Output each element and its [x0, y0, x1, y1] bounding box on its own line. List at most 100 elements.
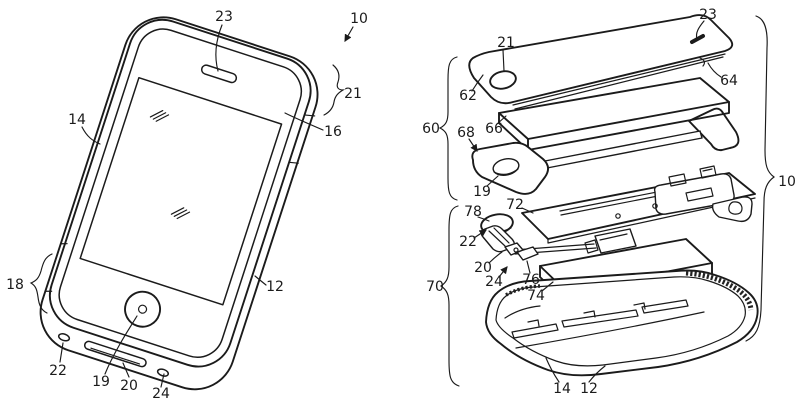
leader-arrow-68 — [468, 138, 478, 152]
ref-label-74: 74 — [527, 288, 545, 304]
glass-laminate-lines — [512, 53, 726, 110]
board-connector — [594, 228, 637, 254]
band-seam-ticks — [44, 114, 316, 292]
earpiece-slot — [200, 64, 238, 84]
ref-label-24-left: 24 — [152, 386, 170, 400]
leader-14 — [81, 126, 101, 145]
ref-label-60: 60 — [422, 121, 440, 137]
ref-label-23-right: 23 — [699, 7, 717, 23]
home-button-dot — [137, 304, 148, 314]
ref-label-14-left: 14 — [68, 112, 86, 128]
ref-label-16: 16 — [324, 124, 342, 140]
ref-label-21-left: 21 — [344, 86, 362, 102]
leader-78 — [477, 216, 490, 222]
ref-label-70: 70 — [426, 279, 444, 295]
brace-60 — [438, 56, 458, 201]
cover-glass — [468, 14, 734, 105]
front-bezel — [58, 28, 303, 358]
leader-20r — [488, 251, 503, 264]
home-button-dome — [492, 158, 520, 176]
brace-70 — [439, 205, 460, 387]
rear-housing — [485, 269, 759, 377]
board-hole — [615, 213, 621, 219]
display-flex-flap — [688, 107, 740, 152]
ref-label-72: 72 — [506, 197, 524, 213]
ref-label-12-right: 12 — [580, 381, 598, 397]
connector-detail — [584, 233, 628, 254]
ref-label-19-right: 19 — [473, 184, 491, 200]
frame-strip — [544, 130, 703, 169]
ref-label-66: 66 — [485, 121, 503, 137]
connector-bracket — [504, 242, 539, 261]
leader-62 — [471, 74, 484, 92]
brace-10 — [745, 15, 775, 342]
leader-12 — [254, 275, 267, 286]
brace-18 — [29, 253, 53, 314]
exploded-device-view: 21 23 62 64 60 66 68 19 10 72 78 22 20 2… — [422, 7, 796, 397]
home-button — [124, 290, 161, 328]
mic-hole — [57, 333, 71, 342]
leader-arrow-22r — [473, 229, 487, 239]
ref-label-21-right: 21 — [497, 35, 515, 51]
ref-label-20-left: 20 — [120, 378, 138, 394]
leader-76 — [526, 260, 531, 274]
leader-20 — [122, 362, 130, 378]
ref-label-68: 68 — [457, 125, 475, 141]
leader-arrow-24r — [498, 266, 508, 278]
board-end-bracket — [711, 196, 753, 223]
barrel-lines — [488, 227, 510, 247]
leader-19 — [104, 315, 138, 375]
housing-rim-hatching — [685, 270, 754, 311]
glass-edge-tab — [699, 57, 706, 67]
leader-23 — [215, 24, 223, 72]
display-panel-thickness — [498, 101, 730, 151]
assembled-device-view: 23 10 21 16 14 12 18 22 19 20 24 — [6, 9, 368, 400]
bracket-hook — [728, 201, 743, 215]
ref-label-24-right: 24 — [485, 274, 503, 290]
leader-72 — [521, 207, 534, 214]
glare-mark — [170, 207, 191, 220]
leader-arrow-10 — [344, 26, 354, 42]
ref-label-12-left: 12 — [266, 279, 284, 295]
glare-mark — [149, 109, 170, 122]
leader-19r — [486, 175, 499, 187]
home-button-hole — [489, 70, 517, 90]
speaker-slot-depth-line — [90, 347, 141, 365]
leader-74 — [541, 281, 554, 292]
ref-label-14-right: 14 — [553, 381, 571, 397]
display-layer — [498, 77, 740, 152]
ref-label-78: 78 — [464, 204, 482, 220]
board-hole — [652, 203, 658, 209]
housing-corner-step — [504, 305, 541, 319]
dome-base-line — [493, 168, 519, 175]
leader-12r — [588, 365, 606, 383]
frame-layer — [471, 130, 703, 195]
ref-label-64: 64 — [720, 73, 738, 89]
leader-21r — [502, 49, 505, 72]
phone-body — [39, 16, 319, 391]
housing-rails — [511, 299, 689, 339]
ref-label-22-left: 22 — [49, 363, 67, 379]
leader-16 — [284, 112, 324, 131]
ref-label-62: 62 — [459, 88, 477, 104]
leader-66 — [496, 115, 507, 125]
mic-hole — [156, 368, 170, 377]
bracket-screw — [513, 247, 519, 253]
leader-22 — [59, 342, 64, 363]
camera-slot — [685, 187, 714, 202]
front-face — [48, 18, 312, 368]
leader-24 — [160, 373, 165, 388]
leader-23r — [695, 20, 705, 40]
display-outline — [79, 76, 283, 306]
housing-clips — [527, 302, 646, 327]
ref-label-10-left: 10 — [350, 11, 368, 27]
ref-label-22-right: 22 — [459, 234, 477, 250]
ref-label-18: 18 — [6, 277, 24, 293]
leader-14r — [545, 357, 560, 383]
ref-label-19-left: 19 — [92, 374, 110, 390]
logic-board-layer — [480, 165, 756, 261]
ref-label-10-right: 10 — [778, 174, 796, 190]
housing-floor-line — [515, 311, 705, 349]
